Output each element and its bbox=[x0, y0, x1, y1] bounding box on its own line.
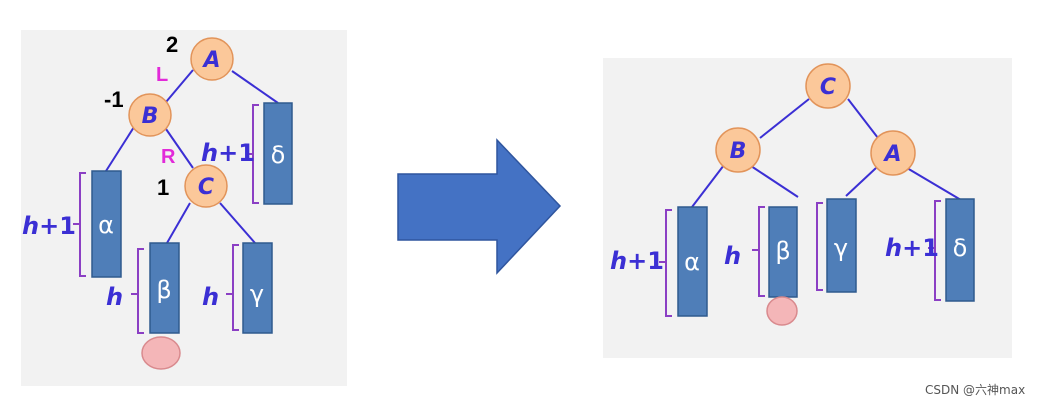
right-bar-delta bbox=[945, 198, 975, 302]
left-height-delta-h: h bbox=[201, 139, 218, 167]
right-edge-c-b bbox=[759, 98, 810, 139]
right-height-alpha: h+1 bbox=[610, 247, 664, 275]
right-edge-a-gamma bbox=[845, 167, 877, 197]
right-node-a-label: A bbox=[882, 142, 901, 167]
right-node-c bbox=[805, 63, 851, 109]
right-height-alpha-rest: +1 bbox=[627, 247, 664, 275]
watermark: CSDN @六神max bbox=[925, 383, 1026, 397]
left-height-beta: h bbox=[106, 283, 123, 311]
right-label-delta: δ bbox=[953, 234, 968, 262]
right-edge-b-beta bbox=[750, 165, 799, 198]
left-direction-r: R bbox=[161, 146, 176, 168]
right-height-beta: h bbox=[724, 242, 741, 270]
right-height-delta-h: h bbox=[885, 234, 902, 262]
left-node-c bbox=[184, 164, 228, 208]
right-bracket-gamma bbox=[816, 202, 823, 291]
left-height-delta-rest: +1 bbox=[218, 139, 255, 167]
left-height-alpha-rest: +1 bbox=[39, 212, 76, 240]
right-height-alpha-h: h bbox=[610, 247, 627, 275]
left-edge-c-gamma bbox=[219, 202, 256, 244]
left-edge-c-beta bbox=[166, 202, 191, 244]
left-edge-b-alpha bbox=[105, 126, 135, 172]
right-node-b-label: B bbox=[730, 139, 747, 164]
right-bracket-delta bbox=[928, 200, 941, 301]
right-label-alpha: α bbox=[684, 248, 700, 276]
left-label-delta: δ bbox=[271, 141, 286, 169]
right-bracket-beta bbox=[752, 206, 765, 297]
left-edge-a-b bbox=[165, 69, 194, 103]
right-tree: α β γ δ h+1 h h+1 C B A bbox=[603, 58, 1012, 358]
right-label-beta: β bbox=[775, 237, 790, 265]
right-edge-b-alpha bbox=[691, 164, 725, 208]
left-bracket-alpha bbox=[73, 172, 86, 277]
left-bar-gamma bbox=[242, 242, 273, 334]
left-panel-background bbox=[21, 30, 347, 386]
right-edge-a-delta bbox=[906, 167, 962, 201]
right-inserted-node bbox=[766, 296, 798, 326]
right-node-a bbox=[870, 130, 916, 176]
left-height-alpha: h+1 bbox=[22, 212, 76, 240]
right-bar-beta bbox=[768, 206, 798, 298]
left-node-b bbox=[128, 93, 172, 137]
right-bar-alpha bbox=[677, 206, 708, 317]
left-balance-b: -1 bbox=[104, 87, 124, 112]
right-bracket-alpha bbox=[659, 209, 672, 317]
left-balance-c: 1 bbox=[157, 175, 169, 200]
transform-arrow bbox=[397, 138, 562, 275]
left-direction-l: L bbox=[156, 64, 168, 86]
left-height-delta: h+1 bbox=[201, 139, 255, 167]
right-label-gamma: γ bbox=[834, 234, 848, 262]
left-height-alpha-h: h bbox=[22, 212, 39, 240]
right-node-b bbox=[715, 127, 761, 173]
right-height-delta: h+1 bbox=[885, 234, 939, 262]
left-label-alpha: α bbox=[98, 211, 114, 239]
left-bracket-delta bbox=[246, 104, 259, 204]
left-bar-delta bbox=[263, 102, 293, 205]
left-node-a-label: A bbox=[201, 48, 220, 73]
left-bracket-beta bbox=[131, 248, 144, 334]
right-edge-c-a bbox=[847, 98, 879, 139]
right-bar-gamma bbox=[826, 198, 857, 293]
left-bar-beta bbox=[149, 242, 180, 334]
left-inserted-node bbox=[141, 336, 181, 370]
left-edge-b-c bbox=[165, 128, 194, 169]
left-edge-a-delta bbox=[231, 70, 279, 104]
left-balance-a: 2 bbox=[166, 32, 178, 57]
left-label-beta: β bbox=[156, 276, 171, 304]
right-panel-background bbox=[603, 58, 1012, 358]
left-tree: α β γ δ h+1 h h h+1 A B C 2 -1 1 L R bbox=[21, 30, 347, 386]
right-node-c-label: C bbox=[820, 75, 836, 100]
right-height-delta-rest: +1 bbox=[902, 234, 939, 262]
left-bar-alpha bbox=[91, 170, 122, 278]
left-node-b-label: B bbox=[142, 104, 159, 129]
left-bracket-gamma bbox=[226, 244, 239, 331]
left-height-gamma: h bbox=[202, 283, 219, 311]
left-node-a bbox=[190, 37, 234, 81]
left-node-c-label: C bbox=[198, 175, 214, 200]
left-label-gamma: γ bbox=[250, 280, 264, 308]
